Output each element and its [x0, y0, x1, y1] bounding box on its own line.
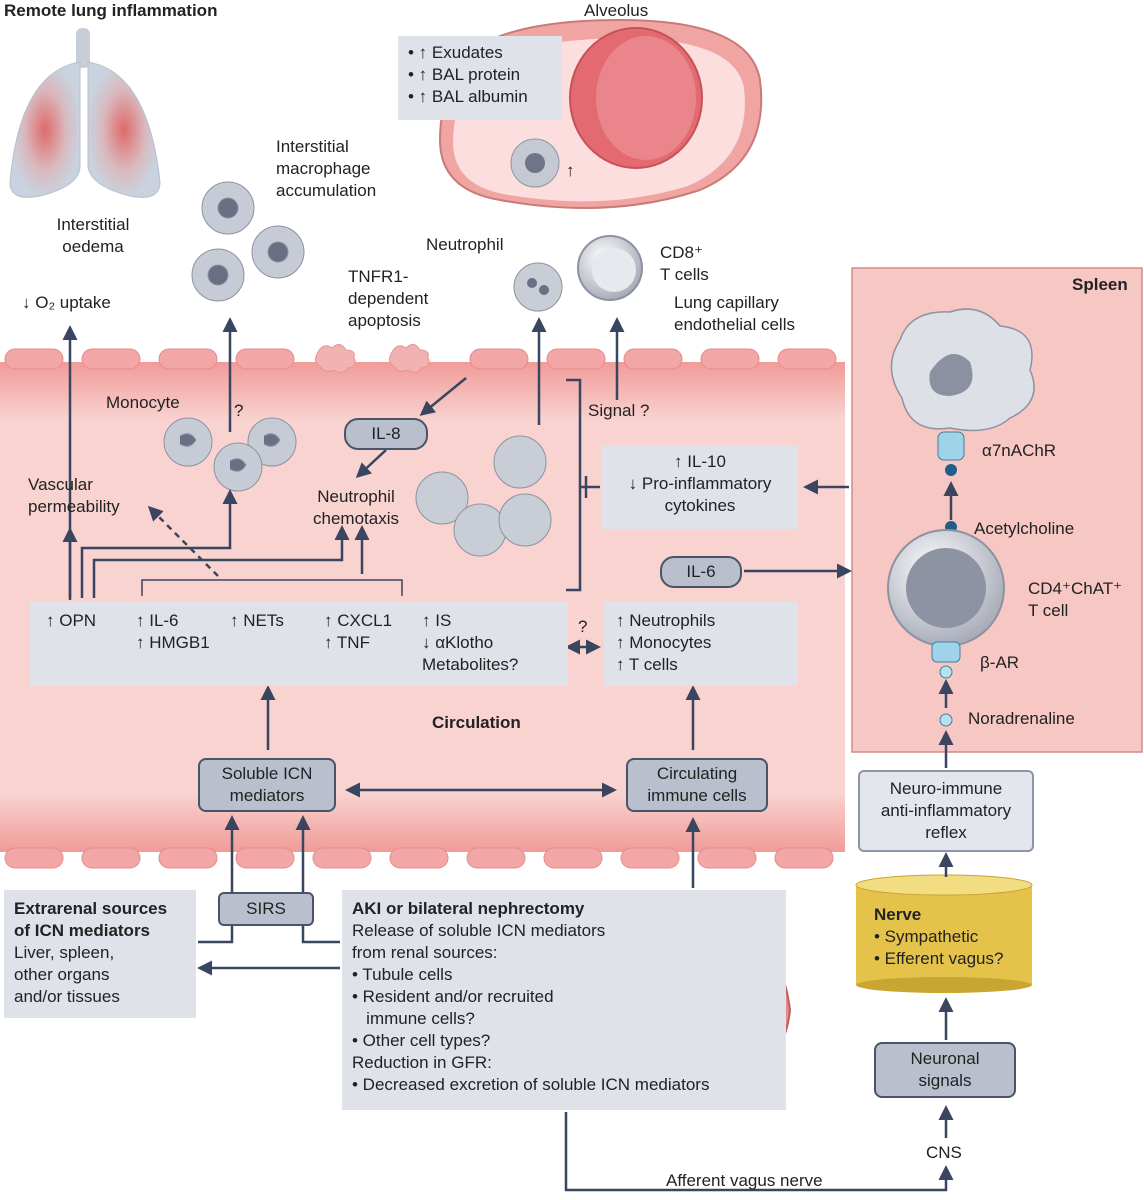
sirs-pill: SIRS	[218, 892, 314, 926]
nerve-cylinder	[855, 874, 1033, 993]
cxcl1-tnf-label: ↑ CXCL1↑ TNF	[324, 611, 393, 652]
endothelial-cells-bottom	[4, 847, 834, 869]
aki-box: AKI or bilateral nephrectomy Release of …	[342, 890, 786, 1110]
cd8-label: CD8⁺T cells	[660, 243, 709, 284]
alveolus-title: Alveolus	[584, 1, 649, 20]
macrophage-cluster	[191, 181, 305, 302]
apoptotic-cells	[314, 344, 430, 374]
lung-title: Remote lung inflammation	[4, 1, 218, 20]
il6-hmgb1-label: ↑ IL-6↑ HMGB1	[136, 611, 210, 652]
arrows	[62, 317, 959, 1192]
nets-label: ↑ NETs	[230, 611, 284, 630]
spleen-macrophage	[890, 308, 1035, 476]
cd8-t-cell	[577, 235, 643, 301]
extrarenal-box: Extrarenal sources of ICN mediators Live…	[4, 890, 196, 1018]
lungs-illustration	[9, 28, 161, 198]
endothelial-cells-top	[4, 348, 837, 370]
immune-cells-box: ↑ Neutrophils↑ Monocytes↑ T cells	[604, 602, 798, 686]
o2-uptake-label: ↓ O₂ uptake	[22, 293, 111, 312]
cd4-chat-label: CD4⁺ChAT⁺T cell	[1028, 579, 1123, 620]
il8-pill: IL-8	[344, 418, 428, 450]
monocyte-cluster	[163, 417, 297, 492]
beta-ar-label: β-AR	[980, 653, 1020, 672]
il6-pill: IL-6	[660, 556, 742, 588]
bracket-mediators	[141, 579, 403, 596]
nerve-box: Nerve • Sympathetic • Efferent vagus?	[874, 905, 1004, 968]
inhibition-bracket	[566, 378, 600, 592]
alveolus-arrow-label: ↑	[566, 161, 575, 180]
monocyte-label: Monocyte	[106, 393, 180, 412]
acetylcholine-label: Acetylcholine	[974, 519, 1075, 538]
a7nachr-label: α7nAChR	[982, 441, 1057, 460]
cns-label: CNS	[926, 1143, 962, 1162]
circulating-mediators-box: ↑ OPN ↑ IL-6↑ HMGB1 ↑ NETs ↑ CXCL1↑ TNF …	[30, 602, 568, 686]
circulation-title: Circulation	[432, 713, 521, 732]
bidirectional-question: ?	[578, 617, 588, 636]
afferent-vagus-label: Afferent vagus nerve	[666, 1171, 823, 1190]
monocyte-question: ?	[234, 401, 244, 420]
spleen-t-cell	[887, 521, 1005, 727]
dashed-arrow	[147, 505, 219, 577]
neutrophil-cluster	[415, 435, 552, 557]
signal-label: Signal ?	[588, 401, 650, 420]
neutrophil-top	[513, 262, 563, 312]
alveolus-findings-box: • ↑ Exudates• ↑ BAL protein• ↑ BAL album…	[398, 36, 562, 120]
spleen-title: Spleen	[1072, 275, 1128, 294]
opn-label: ↑ OPN	[46, 611, 97, 630]
noradrenaline-label: Noradrenaline	[968, 709, 1075, 728]
neutrophil-label: Neutrophil	[426, 235, 504, 254]
